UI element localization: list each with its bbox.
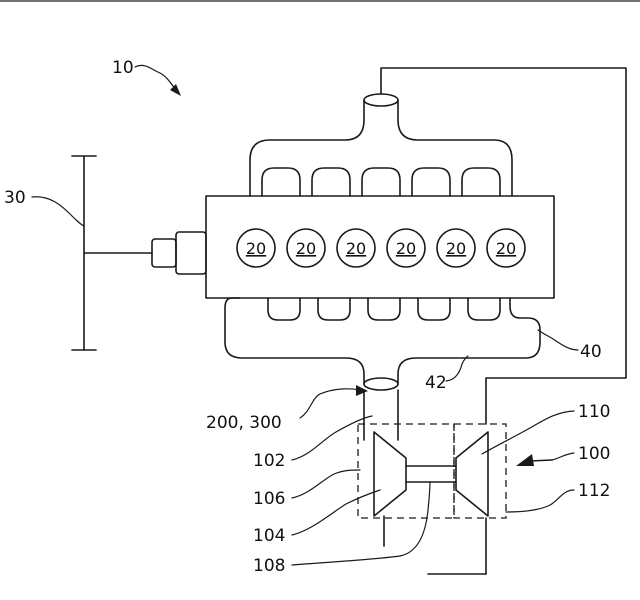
label-sensor-200-300: 200, 300	[206, 413, 282, 433]
leader-exhaust-line	[446, 356, 468, 381]
leader-turbine-inlet	[292, 416, 372, 460]
turbine-wheel	[374, 432, 406, 516]
leader-compressor-housing	[506, 490, 574, 512]
turbo-shaft	[406, 466, 456, 482]
arrowhead-turbocharger	[516, 454, 534, 466]
load-30	[72, 156, 152, 350]
label-turbine-housing-106: 106	[253, 489, 285, 509]
label-system-10: 10	[112, 58, 134, 78]
cylinder-label-6: 20	[496, 239, 516, 258]
cylinders: 20 20 20 20 20 20	[237, 229, 525, 267]
turbocharger-100	[358, 424, 506, 574]
label-exhaust-line-42: 42	[425, 373, 447, 393]
intake-manifold	[250, 94, 512, 196]
label-turbocharger-100: 100	[578, 444, 610, 464]
label-exhaust-manifold-40: 40	[580, 342, 602, 362]
compressor-wheel	[456, 432, 488, 516]
leader-load	[32, 197, 84, 226]
arrowhead-system	[170, 84, 181, 96]
exhaust-manifold	[225, 298, 540, 390]
label-shaft-108: 108	[253, 556, 285, 576]
leader-system	[135, 65, 176, 90]
label-turbine-104: 104	[253, 526, 285, 546]
cylinder-label-5: 20	[446, 239, 466, 258]
label-compressor-110: 110	[578, 402, 610, 422]
cylinder-label-2: 20	[296, 239, 316, 258]
leader-turbine-housing	[292, 470, 360, 498]
label-compressor-housing-112: 112	[578, 481, 610, 501]
leader-exhaust-manifold	[538, 330, 578, 350]
cylinder-label-1: 20	[246, 239, 266, 258]
output-shaft-coupling	[152, 232, 206, 274]
cylinder-label-3: 20	[346, 239, 366, 258]
cylinder-label-4: 20	[396, 239, 416, 258]
label-load-30: 30	[4, 188, 26, 208]
leader-compressor	[482, 411, 574, 454]
label-turbine-inlet-102: 102	[253, 451, 285, 471]
arrow-shaft-turbocharger	[530, 460, 552, 461]
leader-turbocharger	[552, 453, 574, 460]
leader-turbine	[292, 490, 380, 535]
leader-sensor	[300, 389, 360, 418]
leader-shaft	[292, 482, 430, 565]
exhaust-pipe	[364, 390, 398, 440]
